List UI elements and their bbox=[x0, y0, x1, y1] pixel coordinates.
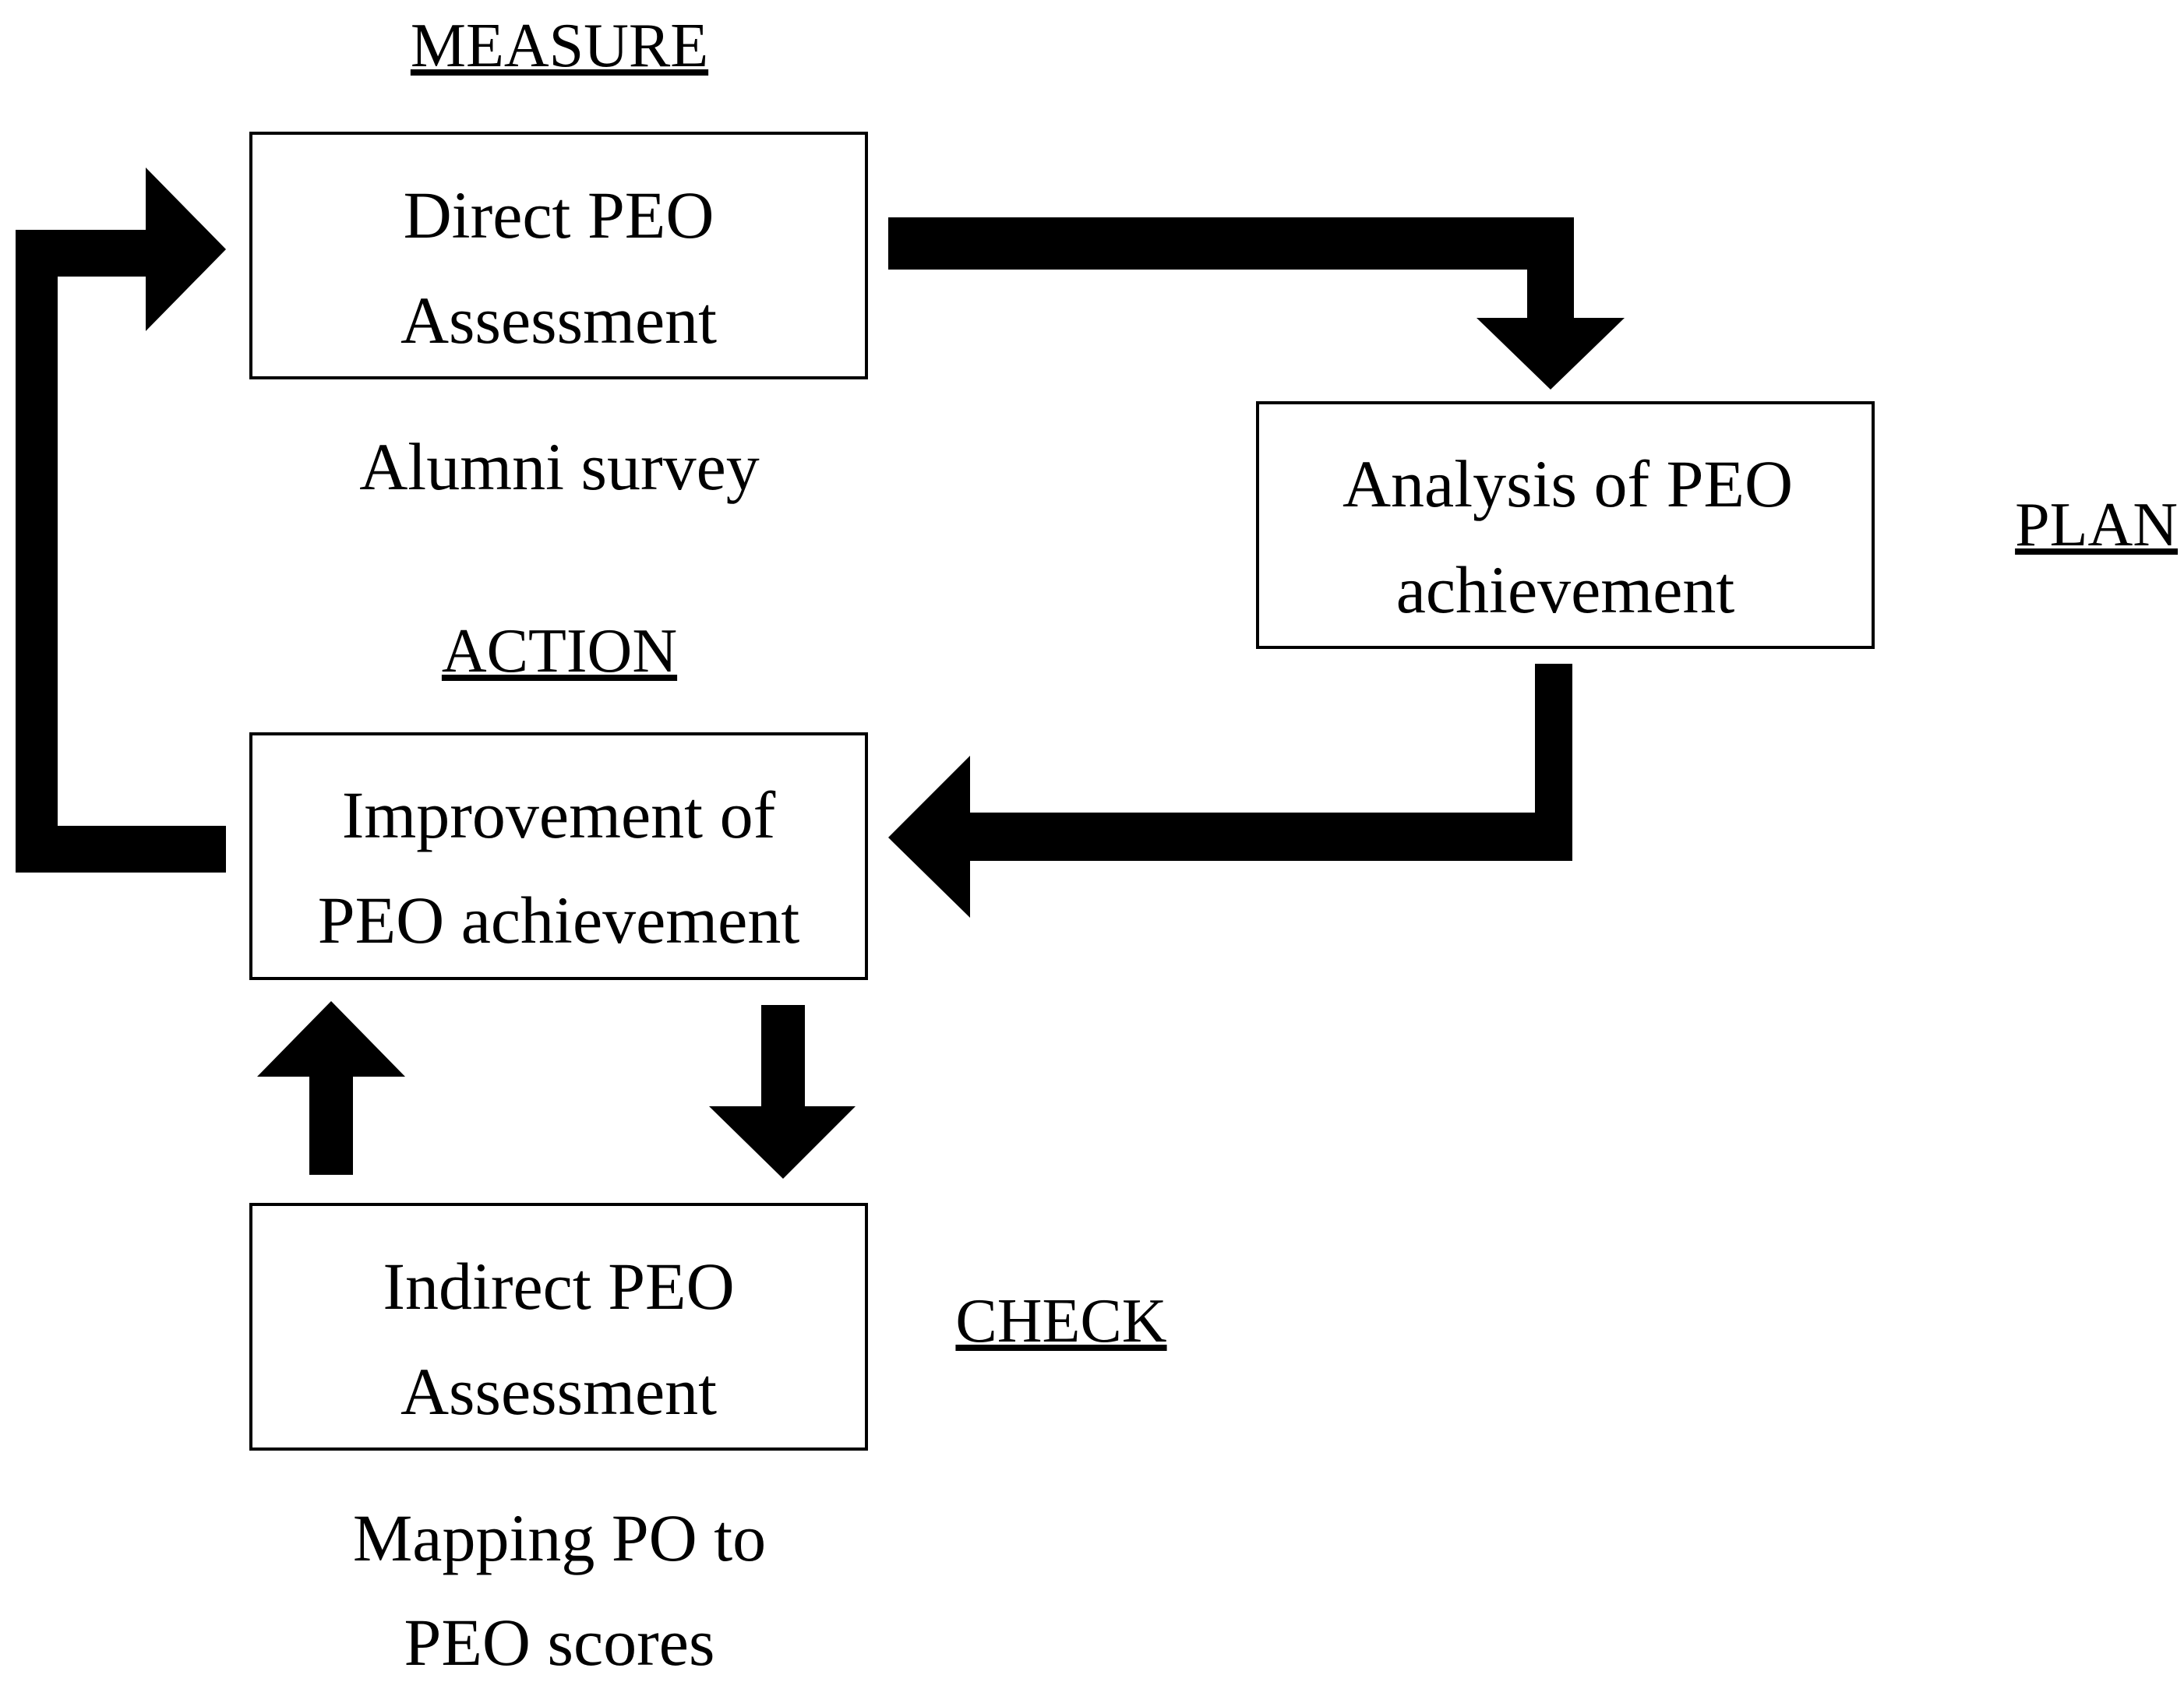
box-indirect-line1: Indirect PEO bbox=[383, 1249, 734, 1324]
box-indirect-peo-assessment: Indirect PEO Assessment bbox=[249, 1203, 868, 1451]
box-direct-peo-assessment: Direct PEO Assessment bbox=[249, 132, 868, 379]
phase-label-measure: MEASURE bbox=[411, 12, 708, 80]
box-direct-line2: Assessment bbox=[400, 283, 717, 358]
box-indirect-line2: Assessment bbox=[400, 1354, 717, 1429]
arrow-direct-to-analysis-icon bbox=[888, 217, 1625, 390]
arrow-analysis-to-improvement-icon bbox=[888, 664, 1572, 918]
box-improvement-peo-achievement: Improvement of PEO achievement bbox=[249, 732, 868, 980]
box-analysis-line2: achievement bbox=[1396, 552, 1735, 627]
phase-label-plan: PLAN bbox=[2015, 491, 2178, 559]
box-improvement-line2: PEO achievement bbox=[318, 883, 800, 957]
caption-mapping-line1: Mapping PO to bbox=[353, 1500, 766, 1575]
box-improvement-line1: Improvement of bbox=[342, 778, 776, 852]
arrow-improvement-to-indirect-icon bbox=[709, 1005, 856, 1179]
arrow-indirect-to-improvement-icon bbox=[257, 1001, 405, 1175]
phase-label-action: ACTION bbox=[442, 617, 677, 686]
arrow-improvement-to-direct-icon bbox=[16, 167, 226, 873]
caption-alumni-survey: Alumni survey bbox=[359, 429, 760, 504]
box-analysis-line1: Analysis of PEO bbox=[1343, 446, 1793, 521]
box-analysis-peo-achievement: Analysis of PEO achievement bbox=[1256, 401, 1875, 649]
phase-label-check: CHECK bbox=[955, 1287, 1166, 1356]
caption-mapping-line2: PEO scores bbox=[404, 1605, 715, 1680]
box-direct-line1: Direct PEO bbox=[404, 178, 714, 252]
